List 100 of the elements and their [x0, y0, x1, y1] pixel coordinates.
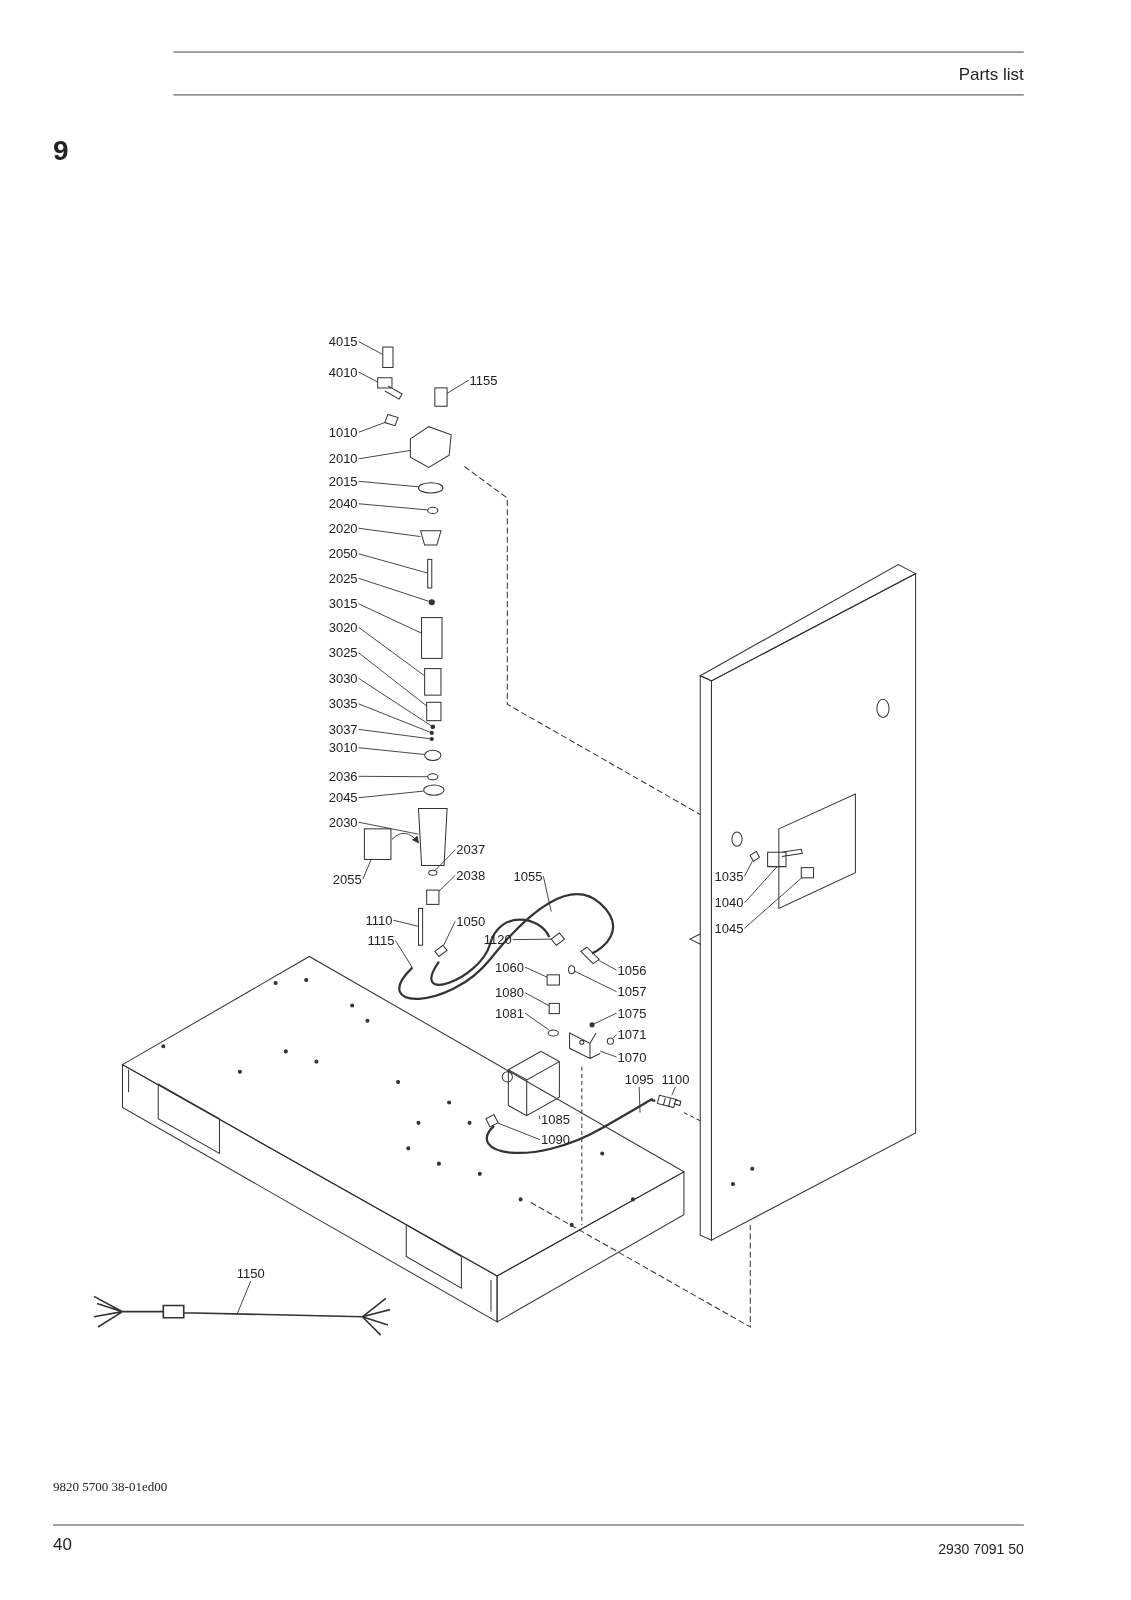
o-ring-drawing [423, 784, 445, 796]
pin-drawing [430, 724, 436, 730]
screw-drawing [589, 1022, 595, 1028]
callout-number: 3025 [328, 645, 358, 661]
header-title: Parts list [958, 65, 1024, 86]
callout-number: 2030 [328, 814, 358, 830]
callout-number: 1070 [617, 1049, 647, 1065]
rod-drawing [427, 558, 433, 589]
valve-seat-drawing [419, 530, 442, 546]
callout-number: 2038 [456, 867, 486, 883]
leader-line [358, 747, 426, 755]
leader-line [638, 1086, 641, 1114]
leader-line [395, 940, 413, 969]
leader-line [524, 992, 550, 1007]
leader-line [358, 821, 419, 835]
pin-drawing [429, 737, 434, 742]
part-number: 2930 7091 50 [938, 1541, 1024, 1558]
callout-number: 1075 [617, 1005, 647, 1021]
leader-line [358, 677, 432, 727]
callout-number: 1071 [617, 1027, 647, 1043]
leader-line [744, 861, 753, 877]
leader-line [434, 849, 456, 871]
fitting-drawing [382, 346, 394, 368]
leader-line [524, 1012, 550, 1031]
fitting-drawing [800, 867, 815, 879]
leader-line [358, 341, 384, 355]
leader-line [438, 874, 456, 892]
hose-drawing [398, 893, 615, 1000]
callout-number: 1080 [495, 985, 524, 1001]
leader-line [744, 877, 803, 929]
leader-line [358, 790, 425, 799]
section-number: 9 [53, 134, 69, 167]
leader-line [358, 652, 428, 707]
leader-line [574, 970, 617, 993]
leader-line [236, 1280, 252, 1316]
valve-body-drawing [424, 749, 442, 761]
callout-number: 2037 [456, 842, 486, 858]
callout-number: 1060 [495, 959, 524, 975]
drain-unit-drawing [501, 1050, 560, 1117]
callout-number: 2050 [328, 546, 358, 562]
callout-number: 3020 [328, 619, 358, 635]
tee-fitting-drawing [377, 377, 403, 400]
leader-line [593, 1012, 617, 1025]
leader-line [671, 1086, 676, 1096]
leader-line [358, 626, 426, 677]
callout-number: 3035 [328, 696, 358, 712]
leader-line [512, 938, 552, 941]
leader-line [497, 1122, 541, 1141]
cable-drawing [93, 1295, 391, 1336]
leader-line [358, 449, 411, 460]
leader-line [598, 960, 617, 971]
leader-line [358, 422, 386, 433]
leader-line [392, 919, 419, 927]
callout-number: 3010 [328, 740, 358, 756]
leader-line [542, 875, 552, 912]
filter-head-drawing [409, 426, 452, 469]
label-card-drawing [363, 828, 392, 860]
leader-line [358, 553, 429, 574]
leader-line [358, 480, 419, 488]
leader-line [612, 1034, 617, 1039]
callout-number: 1045 [714, 920, 744, 936]
callout-number: 2010 [328, 451, 358, 467]
callout-number: 1040 [714, 895, 744, 911]
o-ring-drawing [427, 506, 439, 514]
float-drawing [426, 701, 442, 722]
leader-line [358, 371, 379, 383]
callout-number: 1100 [661, 1071, 690, 1087]
callout-number: 1057 [617, 984, 647, 1000]
callout-number: 1056 [617, 962, 647, 978]
leader-line [538, 1115, 541, 1120]
leader-line [524, 966, 548, 978]
callout-number: 2055 [332, 871, 362, 887]
callout-number: 2015 [328, 473, 358, 489]
leader-line [362, 859, 372, 880]
seal-ring-drawing [418, 482, 444, 494]
bracket-drawing [569, 1032, 601, 1060]
leader-line [358, 577, 430, 602]
pin-drawing [429, 730, 434, 735]
adapter-drawing [548, 1002, 560, 1015]
callout-number: 1085 [541, 1111, 570, 1127]
drain-fitting-drawing [426, 889, 440, 905]
callout-number: 2036 [328, 768, 358, 784]
callout-number: 2040 [328, 496, 358, 512]
cartridge-drawing [424, 668, 442, 696]
fitting-drawing [656, 1094, 682, 1109]
callout-number: 1155 [469, 372, 498, 388]
leader-line [358, 775, 429, 778]
nut-drawing [749, 850, 761, 863]
callout-number: 4010 [328, 364, 358, 380]
document-number: 9820 5700 38-01ed00 [53, 1479, 168, 1496]
callout-number: 1081 [495, 1005, 524, 1021]
leader-line [358, 703, 431, 733]
callout-number: 1090 [541, 1132, 570, 1148]
plug-drawing [384, 413, 399, 427]
leader-line [744, 866, 778, 904]
bolt-drawing [606, 1037, 614, 1045]
callout-number: 1055 [513, 868, 543, 884]
leader-line [358, 603, 422, 634]
hose-drawing [485, 1098, 656, 1154]
leader-line [599, 1050, 617, 1058]
